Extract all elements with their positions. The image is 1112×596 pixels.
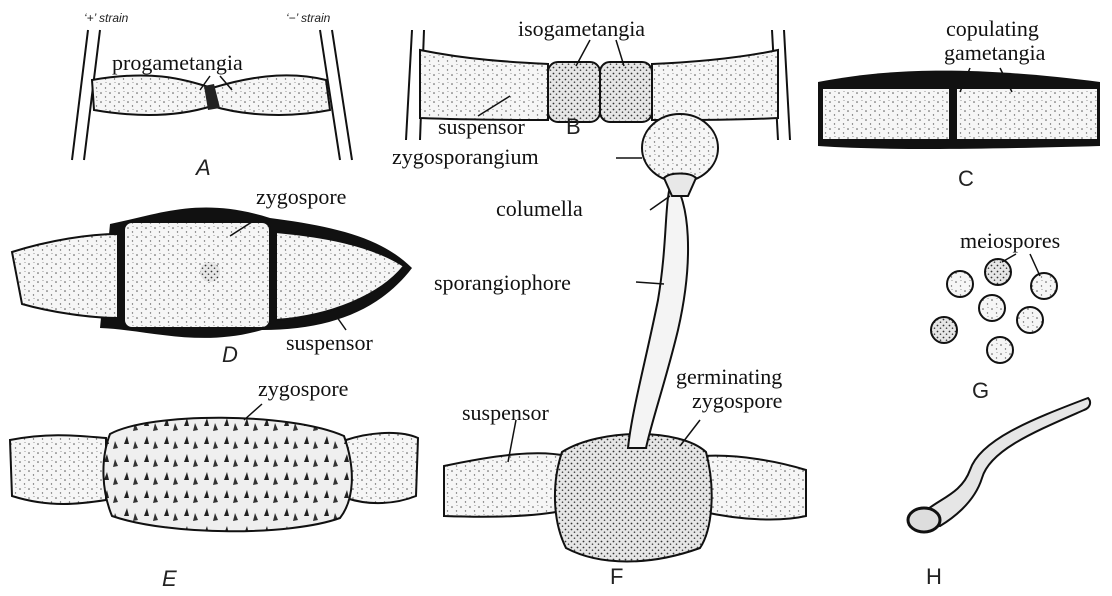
- copulating-label-line2: gametangia: [944, 40, 1046, 65]
- panel-d: zygospore suspensor D: [12, 184, 412, 367]
- panel-c: copulating gametangia C: [818, 16, 1100, 191]
- panel-f: zygosporangium columella sporangiophore …: [392, 114, 806, 589]
- zygospore-e-leader: [244, 404, 262, 420]
- copulating-label-line1: copulating: [946, 16, 1039, 41]
- isogametangia-label: isogametangia: [518, 16, 645, 41]
- columella-label: columella: [496, 196, 583, 221]
- zygospore-d-nucleus: [200, 262, 220, 282]
- suspensor-f-label: suspensor: [462, 400, 549, 425]
- zygospore-e-body: [103, 418, 351, 532]
- isogametangium-left: [548, 62, 600, 122]
- panel-a: ‘+’ strain ‘−’ strain progametangia A: [72, 11, 352, 180]
- isogametangium-right: [600, 62, 652, 122]
- meiospore: [947, 271, 973, 297]
- zygosporangium-label: zygosporangium: [392, 144, 539, 169]
- suspensor-e-left: [10, 435, 106, 504]
- panel-e: zygospore E: [10, 376, 418, 591]
- sporangiophore-label: sporangiophore: [434, 270, 571, 295]
- gametangium-right: [956, 88, 1098, 140]
- germinating-label-line2: zygospore: [692, 388, 782, 413]
- panel-e-letter: E: [162, 566, 177, 591]
- suspensor-f-left: [444, 453, 566, 517]
- suspensor-left: [420, 50, 548, 120]
- suspensor-right: [652, 50, 778, 120]
- progametangia-label: progametangia: [112, 50, 243, 75]
- zygospore-e-label: zygospore: [258, 376, 348, 401]
- spore-base: [908, 508, 940, 532]
- panel-g: meiospores G: [931, 228, 1060, 403]
- meiospore: [931, 317, 957, 343]
- gametangium-left: [822, 88, 950, 140]
- plus-strain-label: ‘+’ strain: [84, 11, 129, 25]
- suspensor-f-right: [704, 456, 806, 520]
- panel-g-letter: G: [972, 378, 989, 403]
- minus-strain-label: ‘−’ strain: [286, 11, 331, 25]
- panel-h: H: [908, 398, 1090, 589]
- zygospore-d-label: zygospore: [256, 184, 346, 209]
- panel-b-letter: B: [566, 114, 581, 139]
- suspensor-e-right: [346, 433, 418, 503]
- meiospores-label: meiospores: [960, 228, 1060, 253]
- zygosporangium-head: [642, 114, 718, 182]
- panel-d-letter: D: [222, 342, 238, 367]
- suspensor-d-right: [276, 232, 404, 320]
- meiospore: [985, 259, 1011, 285]
- sporangiophore-stalk: [628, 180, 688, 448]
- panel-f-letter: F: [610, 564, 623, 589]
- panel-c-letter: C: [958, 166, 974, 191]
- suspensor-b-label: suspensor: [438, 114, 525, 139]
- meiospore: [1017, 307, 1043, 333]
- meiospore: [987, 337, 1013, 363]
- panel-a-letter: A: [194, 155, 211, 180]
- panel-b: isogametangia suspensor B: [406, 16, 790, 140]
- zygospore-d-body: [124, 222, 270, 328]
- meiospore: [1031, 273, 1057, 299]
- germinating-label-line1: germinating: [676, 364, 782, 389]
- panel-h-letter: H: [926, 564, 942, 589]
- suspensor-d-label: suspensor: [286, 330, 373, 355]
- germinating-zygospore-body: [555, 434, 712, 562]
- suspensor-d-left: [12, 234, 118, 318]
- germ-tube: [918, 398, 1090, 526]
- meiospore: [979, 295, 1005, 321]
